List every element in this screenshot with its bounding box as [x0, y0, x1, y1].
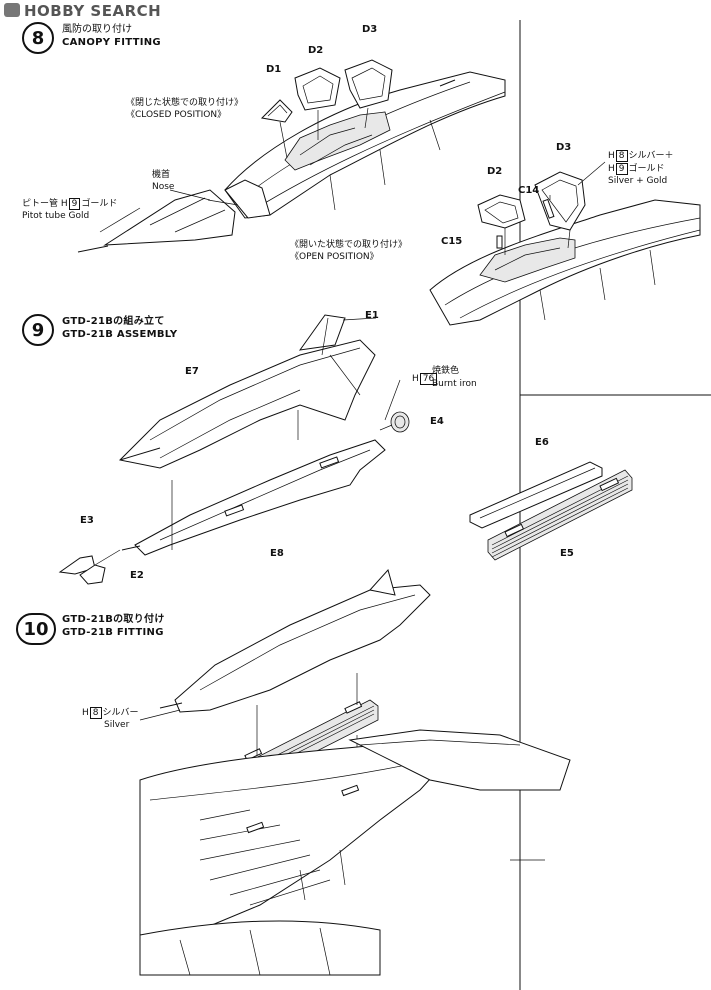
burnt-iron-code: 76 — [419, 373, 438, 385]
canopy-paint-color2: ゴールド — [628, 164, 665, 174]
canopy-paint-h1: H — [608, 151, 615, 161]
closed-position-en: 《CLOSED POSITION》 — [126, 110, 227, 120]
nose-label-ja: 機首 — [152, 170, 171, 180]
step10-gtd21b-drawing — [159, 568, 431, 713]
part-d1: D1 — [266, 64, 282, 75]
step9-e4-exhaust-drawing — [379, 411, 410, 433]
step-10-badge: 10 — [16, 613, 56, 645]
canopy-paint-h2: H — [608, 164, 615, 174]
canopy-paint-code2: 9 — [615, 163, 628, 175]
part-d2: D2 — [308, 45, 324, 56]
silver-code: 8 — [89, 707, 102, 719]
closed-position-ja: 《閉じた状態での取り付け》 — [126, 98, 244, 108]
step9-e6-e5-pylon-drawing — [469, 461, 633, 561]
step8-closed-fuselage-drawing — [224, 71, 506, 219]
part-e7: E7 — [185, 366, 199, 377]
pitot-color-ja: ゴールド — [81, 199, 118, 209]
open-position-ja: 《開いた状態での取り付け》 — [290, 240, 408, 250]
part-e8: E8 — [270, 548, 284, 559]
part-d3-open: D3 — [556, 142, 572, 153]
pitot-paint-code: 9 — [68, 198, 81, 210]
part-c15: C15 — [441, 236, 463, 247]
part-e6: E6 — [535, 437, 549, 448]
silver-h: H — [82, 708, 89, 718]
nose-label-en: Nose — [152, 182, 175, 192]
step-8-badge: 8 — [22, 22, 54, 54]
part-e3: E3 — [80, 515, 94, 526]
part-e5: E5 — [560, 548, 574, 559]
part-d3: D3 — [362, 24, 378, 35]
part-e4: E4 — [430, 416, 444, 427]
hobby-search-logo-icon — [4, 3, 20, 17]
step-10-title-en: GTD-21B FITTING — [62, 627, 164, 638]
burnt-iron-en: Burnt iron — [432, 379, 477, 389]
pitot-paint-h: H — [60, 199, 68, 209]
burnt-iron-ja: 焼鉄色 — [432, 366, 460, 376]
step-10-number: 10 — [23, 618, 49, 640]
step9-e3-e2-nose-drawing — [58, 549, 121, 585]
step-10-title-ja: GTD-21Bの取り付け — [62, 614, 165, 625]
silver-en: Silver — [104, 720, 130, 730]
pitot-part-ja: ピトー管 — [22, 199, 59, 209]
step-8-title-ja: 風防の取り付け — [62, 24, 132, 35]
part-c14: C14 — [518, 185, 540, 196]
burnt-iron-h: H — [412, 374, 419, 384]
step-8-number: 8 — [31, 27, 45, 49]
part-e2: E2 — [130, 570, 144, 581]
step9-e8-lower-drawing — [121, 410, 386, 556]
step10-mothership-drawing — [139, 729, 571, 976]
canopy-paint-code1: 8 — [615, 150, 628, 162]
pitot-label-en: Pitot tube Gold — [22, 211, 90, 221]
step8-canopy-parts-closed — [260, 59, 393, 159]
step-9-badge: 9 — [22, 314, 54, 346]
step8-canopy-parts-open — [477, 161, 606, 255]
step8-nose-drawing — [77, 189, 239, 253]
watermark-header: HOBBY SEARCH — [0, 0, 711, 22]
step-9-title-en: GTD-21B ASSEMBLY — [62, 329, 178, 340]
silver-ja: シルバー — [102, 708, 139, 718]
step-9-number: 9 — [31, 319, 45, 341]
watermark-text: HOBBY SEARCH — [24, 2, 162, 20]
step-9-title-ja: GTD-21Bの組み立て — [62, 316, 165, 327]
step8-open-fuselage-drawing — [429, 199, 701, 326]
canopy-paint-en: Silver + Gold — [608, 176, 668, 186]
open-position-en: 《OPEN POSITION》 — [290, 252, 379, 262]
part-d2-open: D2 — [487, 166, 503, 177]
part-e1: E1 — [365, 310, 379, 321]
canopy-paint-color1: シルバー＋ — [628, 151, 674, 161]
step-8-title-en: CANOPY FITTING — [62, 37, 161, 48]
step9-e7-upper-drawing — [118, 314, 376, 469]
